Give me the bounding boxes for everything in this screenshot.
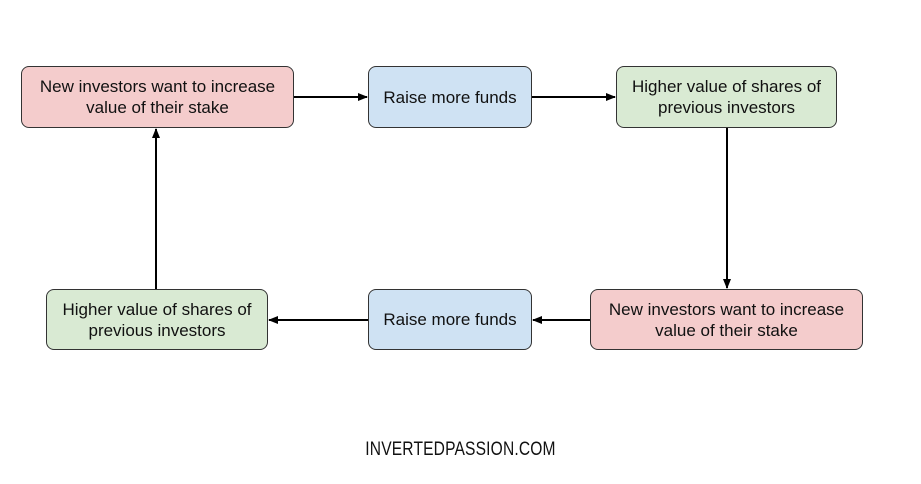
node-higher-value-top: Higher value of shares of previous inves… bbox=[616, 66, 837, 128]
node-label: Higher value of shares of previous inves… bbox=[62, 299, 252, 340]
footer-watermark: INVERTEDPASSION.COM bbox=[365, 439, 556, 460]
node-label: New investors want to increase value of … bbox=[608, 299, 845, 340]
node-label: Raise more funds bbox=[383, 310, 517, 329]
node-raise-funds-bottom: Raise more funds bbox=[368, 289, 532, 350]
node-new-investors-top: New investors want to increase value of … bbox=[21, 66, 294, 128]
node-raise-funds-top: Raise more funds bbox=[368, 66, 532, 128]
node-label: Higher value of shares of previous inves… bbox=[632, 77, 821, 117]
node-label: Raise more funds bbox=[383, 87, 517, 107]
node-higher-value-bottom: Higher value of shares of previous inves… bbox=[46, 289, 268, 350]
node-new-investors-bottom: New investors want to increase value of … bbox=[590, 289, 863, 350]
node-label: New investors want to increase value of … bbox=[39, 77, 276, 117]
